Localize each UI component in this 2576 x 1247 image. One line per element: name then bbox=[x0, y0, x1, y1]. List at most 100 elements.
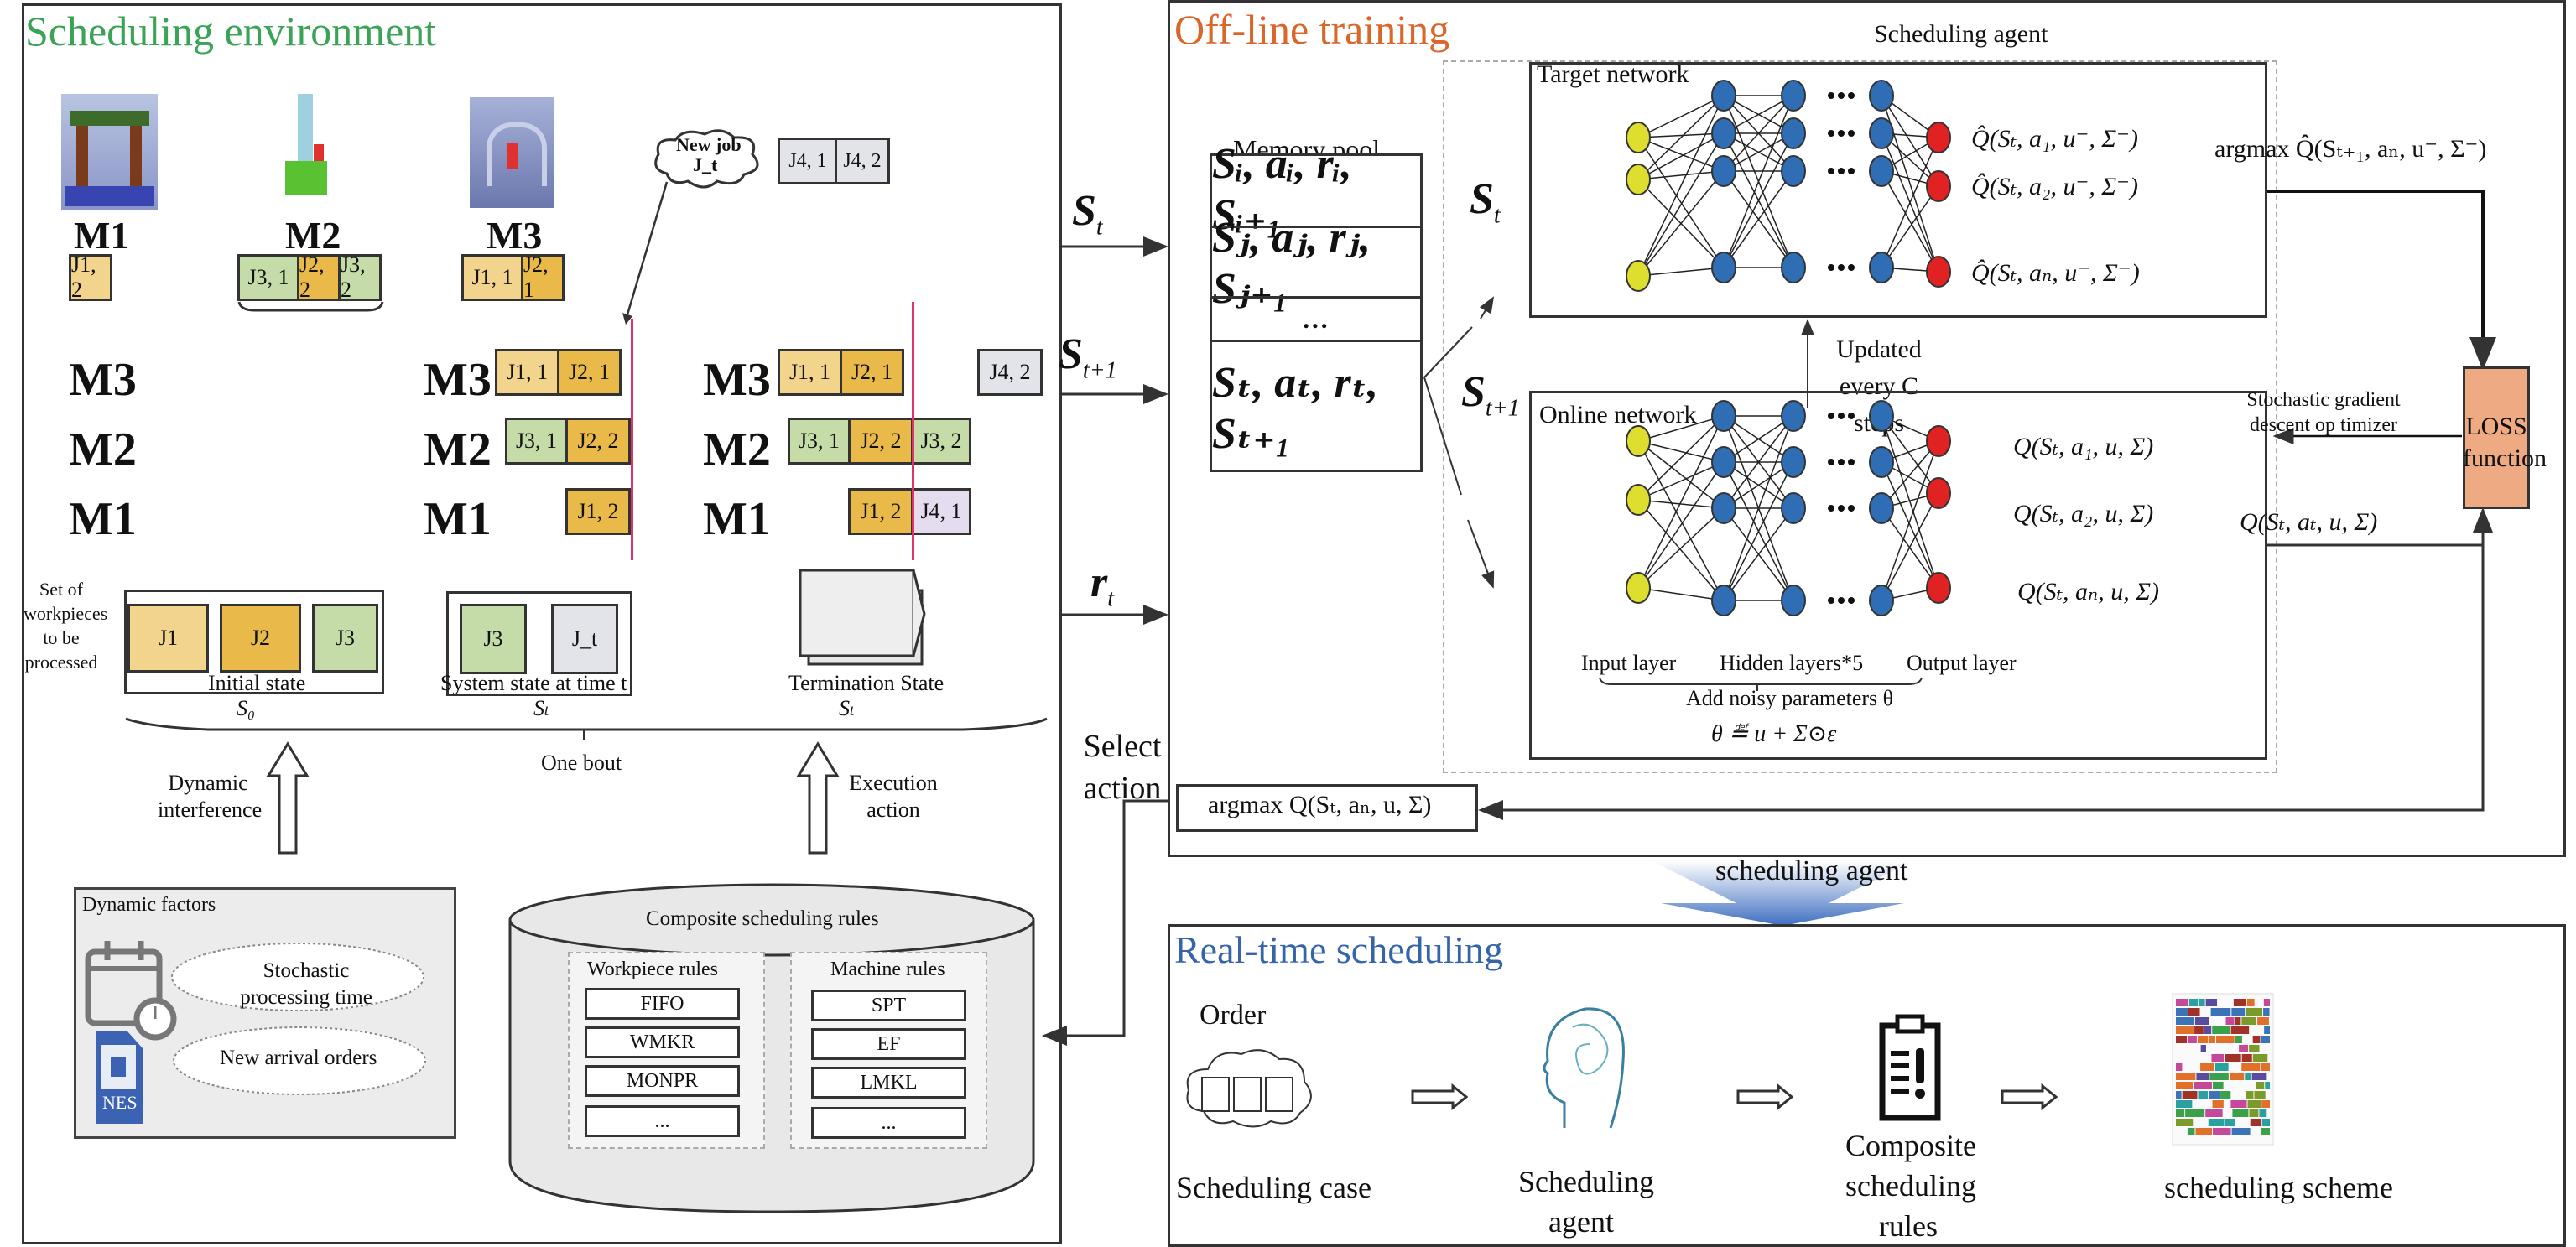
ellipsis-dot bbox=[1838, 168, 1845, 174]
step-label: Composite scheduling rules bbox=[1845, 1129, 1977, 1243]
workpiece-rule: FIFO bbox=[585, 988, 740, 1020]
scheme-operation bbox=[2239, 1045, 2249, 1052]
scheme-operation bbox=[2263, 1008, 2270, 1016]
one-bout-label: One bout bbox=[541, 751, 622, 775]
gantt-t-op: J2, 1 bbox=[557, 349, 622, 396]
scheme-operation bbox=[2261, 1100, 2270, 1108]
scheme-operation bbox=[2212, 1100, 2224, 1108]
scheme-operation bbox=[2225, 1119, 2235, 1126]
scheduling-scheme-gantt bbox=[2172, 993, 2274, 1146]
realtime-scheduling-panel bbox=[1168, 924, 2566, 1247]
scheme-operation bbox=[2196, 1073, 2209, 1080]
scheme-operation bbox=[2210, 1008, 2231, 1016]
ellipsis-dot bbox=[1838, 264, 1845, 271]
queue-m2-op: J3, 2 bbox=[338, 252, 382, 302]
network-edge bbox=[1881, 185, 1939, 268]
target-q-output: Q̂(Sₜ, a₁, u⁻, Σ⁻) bbox=[1971, 125, 2138, 153]
scheme-operation bbox=[2252, 1054, 2268, 1062]
network-edge bbox=[1637, 507, 1725, 589]
scheme-operation bbox=[2250, 1119, 2261, 1126]
scheme-operation bbox=[2176, 1026, 2194, 1034]
ellipsis-dot bbox=[1828, 264, 1834, 271]
scheme-operation bbox=[2194, 1017, 2209, 1025]
scheme-operation bbox=[2251, 1073, 2267, 1080]
step-label: Scheduling agent bbox=[1518, 1165, 1654, 1239]
scheme-operation bbox=[2187, 1128, 2195, 1135]
input-node bbox=[1626, 572, 1651, 604]
network-edge bbox=[1723, 415, 1794, 463]
termination-state-caption: Termination State bbox=[788, 671, 945, 695]
gantt-t-op: J2, 2 bbox=[565, 418, 631, 465]
noise-label: Add noisy parameters θ bbox=[1686, 686, 1894, 710]
hidden-node bbox=[1711, 585, 1736, 616]
ellipsis-dot bbox=[1848, 459, 1855, 465]
scheme-operation bbox=[2249, 1109, 2259, 1117]
ellipsis-dot bbox=[1828, 505, 1834, 512]
hidden-node bbox=[1781, 400, 1806, 432]
stochastic-time-bubble bbox=[171, 943, 424, 1011]
gantt-initial-row-label: M1 bbox=[69, 493, 137, 545]
scheduling-environment-title: Scheduling environment bbox=[25, 8, 437, 55]
workpiece-rule: MONPR bbox=[585, 1065, 740, 1097]
hidden-node bbox=[1869, 117, 1894, 149]
time-t-state-box bbox=[446, 591, 632, 696]
machine-label-m1: M1 bbox=[74, 214, 130, 257]
scheduling-agent-label: Scheduling agent bbox=[1874, 20, 2048, 48]
scheduling-agent-boundary bbox=[1443, 60, 2277, 773]
scheme-operation bbox=[2176, 1100, 2193, 1108]
network-edge bbox=[1637, 461, 1725, 589]
transfer-label: scheduling agent bbox=[1715, 855, 1908, 886]
output-node bbox=[1926, 256, 1951, 288]
gantt-t-row-label: M2 bbox=[424, 423, 492, 475]
scheme-operation bbox=[2230, 1100, 2247, 1108]
gantt-t-op: J1, 1 bbox=[495, 349, 559, 396]
time-t-state-symbol: Sₜ bbox=[533, 696, 550, 720]
dynamic-interference-arrow bbox=[266, 741, 310, 855]
scheme-operation bbox=[2176, 999, 2188, 1006]
state-subscript: t+1 bbox=[1485, 395, 1520, 422]
scheme-operation bbox=[2235, 1036, 2242, 1043]
time-t-state-job: J3 bbox=[460, 604, 527, 674]
ellipsis-dot bbox=[1828, 92, 1834, 99]
online-q-output: Q(Sₜ, a₁, u, Σ) bbox=[2013, 433, 2154, 460]
network-edge bbox=[1637, 461, 1725, 501]
ellipsis-dot bbox=[1848, 597, 1855, 604]
input-node bbox=[1626, 122, 1651, 153]
network-edge bbox=[1637, 415, 1725, 442]
scheme-operation bbox=[2176, 1063, 2183, 1071]
network-edge bbox=[1881, 170, 1939, 273]
gantt-term-row-label: M2 bbox=[703, 423, 771, 475]
machine-rules-title: Machine rules bbox=[830, 959, 945, 980]
hidden-node bbox=[1869, 492, 1894, 524]
state-symbol: S bbox=[1470, 175, 1494, 223]
scheme-operation bbox=[2260, 1128, 2270, 1135]
ellipsis-dot bbox=[1838, 597, 1845, 604]
target-argmax-label: argmax Q̂(Sₜ₊₁, aₙ, u⁻, Σ⁻) bbox=[2214, 135, 2487, 163]
network-edge bbox=[1637, 587, 1725, 601]
scheme-operation bbox=[2208, 1119, 2225, 1126]
time-t-state-job: J_t bbox=[551, 604, 618, 674]
target-q-output: Q̂(Sₜ, a₂, u⁻, Σ⁻) bbox=[1971, 173, 2138, 200]
optimizer-label: Stochastic gradient descent op timizer bbox=[2246, 389, 2401, 436]
network-edge bbox=[1637, 132, 1725, 277]
network-edge bbox=[1637, 170, 1725, 277]
scheme-operation bbox=[2188, 1036, 2197, 1043]
dynamic-interference-label: Dynamic interference bbox=[158, 771, 263, 822]
stochastic-time-label: Stochastic processing time bbox=[240, 959, 372, 1009]
machine-label-m2: M2 bbox=[285, 214, 341, 257]
execution-action-arrow bbox=[796, 741, 840, 855]
action-argmax-label: argmax Q(Sₜ, aₙ, u, Σ) bbox=[1208, 791, 1432, 818]
state-symbol: S bbox=[1059, 330, 1083, 378]
ellipsis-dot bbox=[1838, 459, 1845, 465]
new-orders-bubble bbox=[173, 1026, 426, 1095]
workpiece-rules-title: Workpiece rules bbox=[587, 959, 718, 980]
scheme-operation bbox=[2176, 1073, 2196, 1080]
ellipsis-dot bbox=[1848, 130, 1855, 137]
offline-training-title: Off-line training bbox=[1174, 6, 1450, 53]
network-edge bbox=[1881, 95, 1939, 187]
target-network-graph bbox=[1626, 80, 1951, 292]
gantt-term-row-label: M1 bbox=[703, 493, 771, 545]
network-edge bbox=[1881, 137, 1939, 268]
input-node bbox=[1626, 425, 1651, 457]
